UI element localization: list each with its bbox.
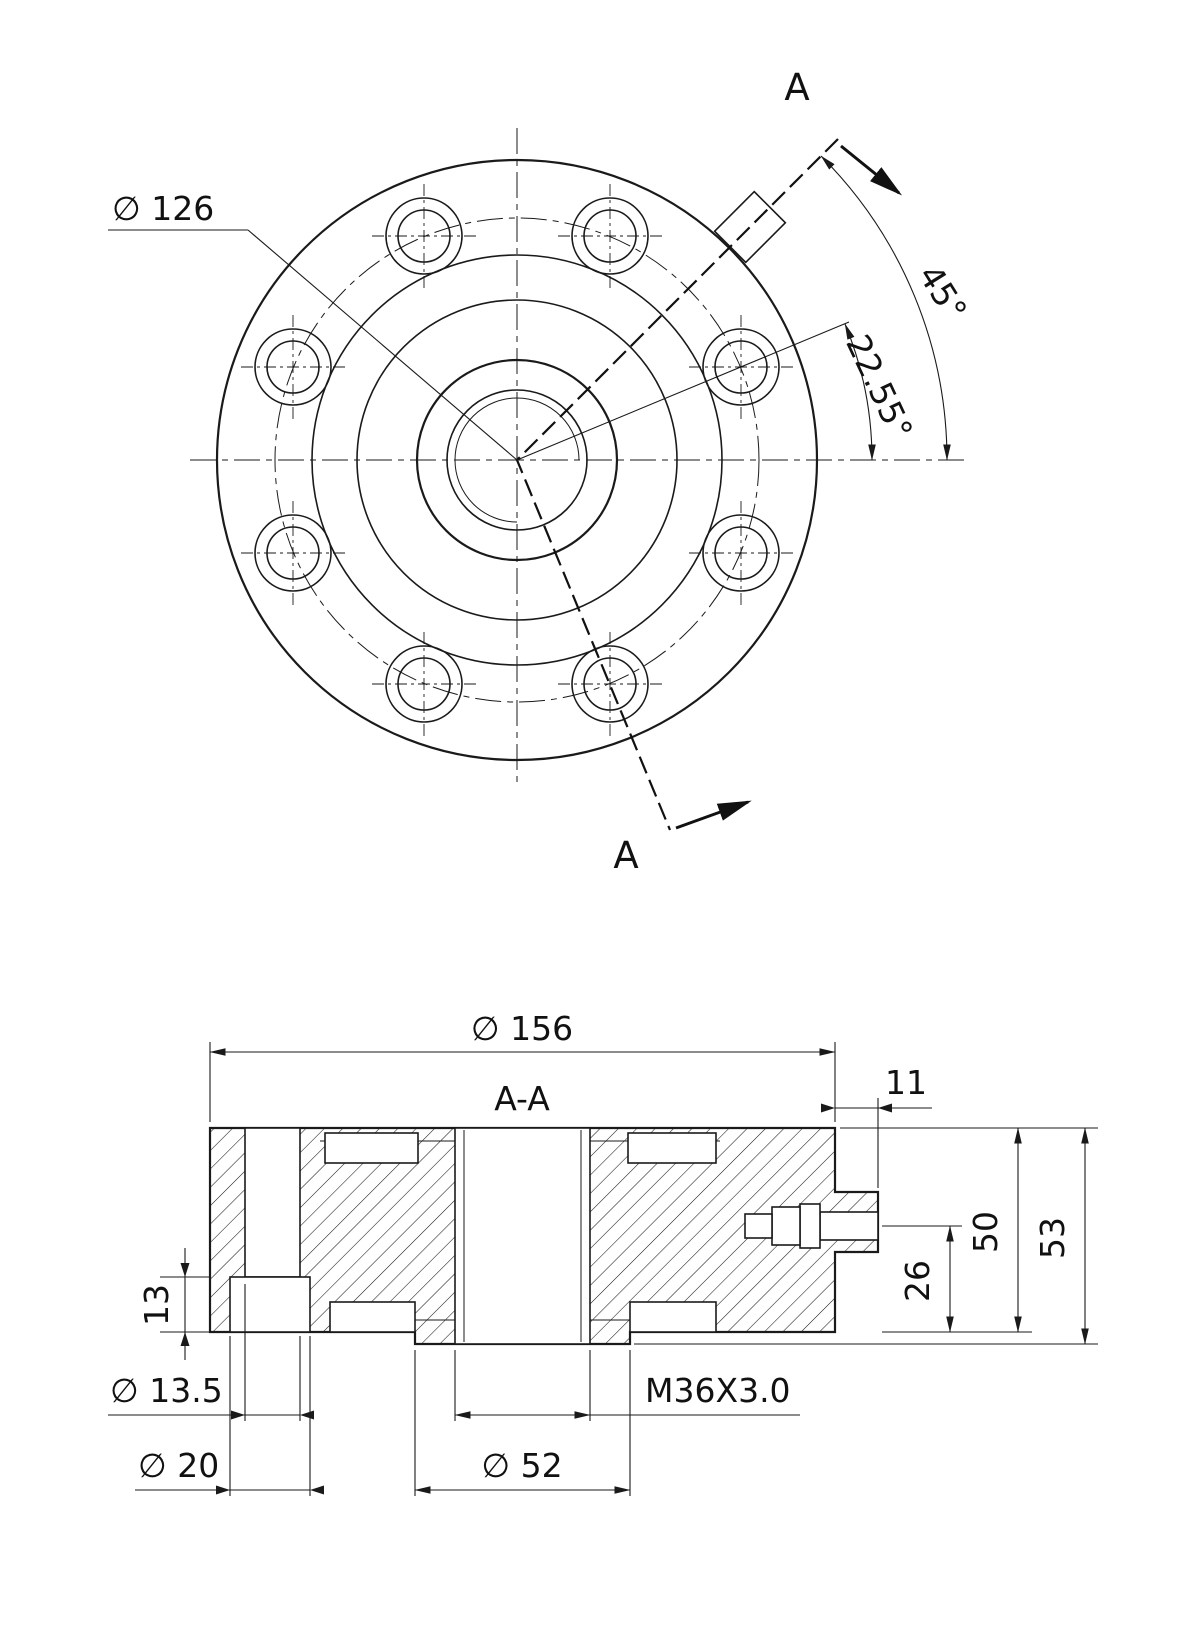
bolt-circle-diameter-label: ∅ 126 xyxy=(112,189,214,228)
angle-45-label: 45° xyxy=(911,258,975,328)
dim-counterbore-diameter: ∅ 20 xyxy=(135,1336,324,1496)
angle-dimension-2255: 22.55° xyxy=(516,321,921,461)
bolt-hole xyxy=(689,501,793,605)
section-label-top: A xyxy=(784,66,809,109)
top-view: A A ∅ 126 45° 22.55° xyxy=(108,66,975,877)
angle-2255-label: 22.55° xyxy=(838,329,920,446)
flange-step-circle xyxy=(311,254,723,666)
bolt-hole xyxy=(372,184,476,288)
section-view-arrow-top xyxy=(840,144,903,196)
bolt-hole xyxy=(372,632,476,736)
dim-outer-diameter: ∅ 156 xyxy=(209,1009,836,1122)
section-view-arrow-bottom xyxy=(675,800,752,830)
seal-ring-top-left xyxy=(324,1132,419,1164)
bolt-hole xyxy=(558,632,662,736)
dim-bolt-hole-diameter: ∅ 13.5 xyxy=(108,1284,314,1421)
center-thread-label: M36X3.0 xyxy=(645,1371,791,1410)
web-step-circle xyxy=(356,299,678,621)
inner-height-label: 50 xyxy=(966,1211,1005,1253)
seal-ring-top-right xyxy=(627,1132,717,1164)
section-title: A-A xyxy=(494,1079,550,1118)
dim-boss-diameter: ∅ 52 xyxy=(414,1350,631,1496)
bolt-circle-centerline xyxy=(274,217,760,703)
center-threaded-bore xyxy=(454,1127,591,1345)
dim-inner-height: 50 xyxy=(840,1127,1098,1333)
section-view: A-A ∅ 156 11 13 xyxy=(108,1009,1098,1496)
bolt-hole-diameter-label: ∅ 13.5 xyxy=(110,1371,223,1410)
section-label-bottom: A xyxy=(613,834,638,877)
bolt-circle-dimension: ∅ 126 xyxy=(108,189,518,461)
counterbore-diameter-label: ∅ 20 xyxy=(138,1446,219,1485)
cable-connector-section xyxy=(744,1203,879,1249)
boss-diameter-label: ∅ 52 xyxy=(481,1446,562,1485)
dim-connector-boss: 11 xyxy=(821,1063,932,1188)
counterbore-void xyxy=(229,1276,311,1333)
bolt-hole-void xyxy=(244,1127,301,1278)
overall-height-label: 53 xyxy=(1033,1217,1072,1259)
hub-circle xyxy=(415,358,619,562)
seal-ring-bottom-left xyxy=(329,1301,416,1333)
thread-arc xyxy=(454,397,580,523)
dim-connector-height: 26 xyxy=(882,1225,962,1333)
dim-center-thread: M36X3.0 xyxy=(454,1350,800,1421)
bolt-hole xyxy=(241,315,345,419)
dim-overall-height: 53 xyxy=(634,1127,1098,1345)
outer-diameter-circle xyxy=(215,158,819,762)
connector-boss-width-label: 11 xyxy=(885,1063,927,1102)
seal-ring-bottom-right xyxy=(629,1301,717,1333)
counterbore-depth-label: 13 xyxy=(137,1284,176,1326)
bolt-hole xyxy=(241,501,345,605)
connector-height-label: 26 xyxy=(898,1260,937,1302)
dim-counterbore-depth: 13 xyxy=(137,1248,210,1360)
section-cutting-line xyxy=(515,138,839,831)
bolt-hole xyxy=(558,184,662,288)
outer-diameter-label: ∅ 156 xyxy=(471,1009,573,1048)
center-bore-circle xyxy=(446,389,588,531)
